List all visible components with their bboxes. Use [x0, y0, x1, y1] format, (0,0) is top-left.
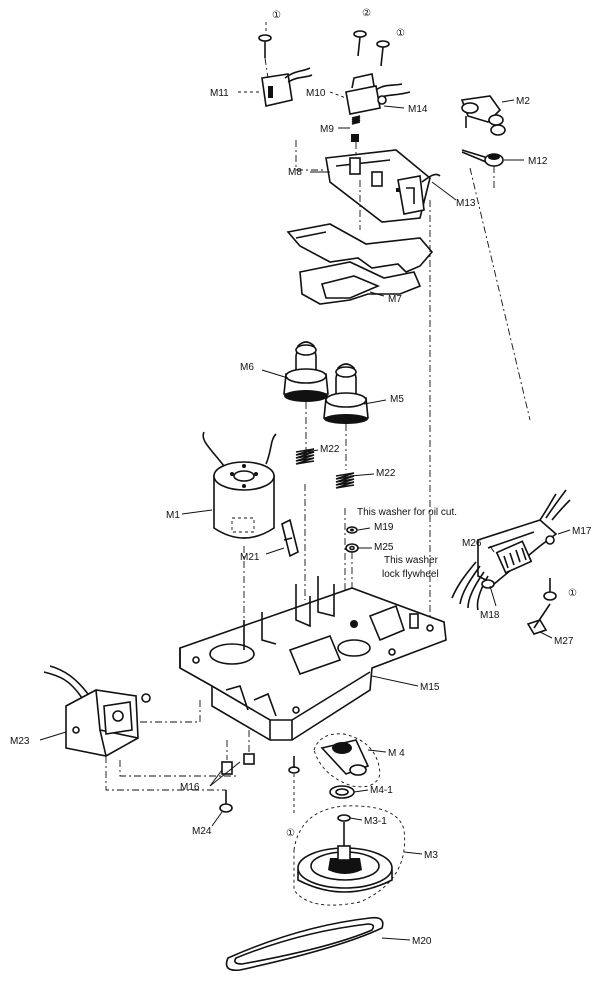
label-m5: M5 [390, 394, 404, 405]
part-m16-nuts [221, 730, 255, 775]
part-m23-box [43, 665, 236, 791]
part-m15-chassis [179, 576, 447, 741]
part-m5-reel [323, 363, 369, 470]
part-m2-arm [460, 95, 506, 136]
part-m1-motor [202, 431, 277, 640]
label-m4: M 4 [388, 748, 405, 759]
part-m8-bracket [325, 149, 441, 223]
label-m23: M23 [10, 736, 30, 747]
part-m3-flywheel [293, 805, 406, 906]
label-m12: M12 [528, 156, 548, 167]
label-m7: M7 [388, 294, 402, 305]
label-m3: M3 [424, 850, 438, 861]
label-m3-1: M3-1 [364, 816, 387, 827]
part-m19-washer [346, 526, 358, 534]
label-m13: M13 [456, 198, 476, 209]
note-lock-line1: This washer [384, 555, 439, 566]
part-m22-spring-left [295, 448, 315, 600]
part-m11 [261, 57, 313, 107]
label-m26: M26 [462, 538, 482, 549]
screw-marker-1: ① [272, 10, 281, 21]
label-m24: M24 [192, 826, 212, 837]
label-m15: M15 [420, 682, 440, 693]
label-m25: M25 [374, 542, 394, 553]
label-m10: M10 [306, 88, 326, 99]
part-m18-wires [451, 561, 495, 611]
part-m7-plate [286, 180, 434, 305]
label-m8: M8 [288, 167, 302, 178]
part-m24-screw [219, 790, 233, 813]
part-labels: M11 M10 M14 M9 M2 M12 M8 M13 M7 M6 M5 M2… [10, 88, 592, 947]
part-m20-belt [225, 916, 384, 972]
part-m10 [345, 73, 411, 115]
part-m4-idler [313, 733, 381, 788]
label-m22-left: M22 [320, 444, 340, 455]
label-m17: M17 [572, 526, 592, 537]
label-m1: M1 [166, 510, 180, 521]
label-m4-1: M4-1 [370, 785, 393, 796]
part-m12-spring [461, 149, 504, 190]
part-m21 [281, 518, 299, 558]
label-m27: M27 [554, 636, 574, 647]
part-m4-1-washer [329, 785, 355, 799]
label-m21: M21 [240, 552, 260, 563]
screw-m14-top: ① [376, 28, 405, 67]
part-m9-spring [351, 115, 361, 160]
screw-marker-2: ② [362, 8, 371, 19]
label-m18: M18 [480, 610, 500, 621]
note-oil-cut: This washer for oil cut. [357, 507, 457, 518]
part-m6-reel [283, 341, 329, 450]
label-m11: M11 [210, 88, 229, 99]
label-m2: M2 [516, 96, 530, 107]
label-m6: M6 [240, 362, 254, 373]
part-m27 [526, 603, 551, 635]
note-lock-line2: lock flywheel [382, 569, 439, 580]
label-m14: M14 [408, 104, 428, 115]
label-m19: M19 [374, 522, 394, 533]
label-m20: M20 [412, 936, 432, 947]
screw-m10-top: ② [353, 8, 371, 57]
label-m9: M9 [320, 124, 334, 135]
screw-m11-top: ① [258, 10, 281, 58]
label-m16: M16 [180, 782, 200, 793]
leader-lines [39, 91, 571, 941]
part-m26-head [477, 489, 571, 585]
label-m22-right: M22 [376, 468, 396, 479]
screw-marker-3: ① [396, 28, 405, 39]
screw-m17: ① [543, 578, 577, 601]
screw-marker-5: ① [286, 828, 295, 839]
screw-marker-4: ① [568, 588, 577, 599]
screw-bottom: ① [286, 756, 300, 839]
